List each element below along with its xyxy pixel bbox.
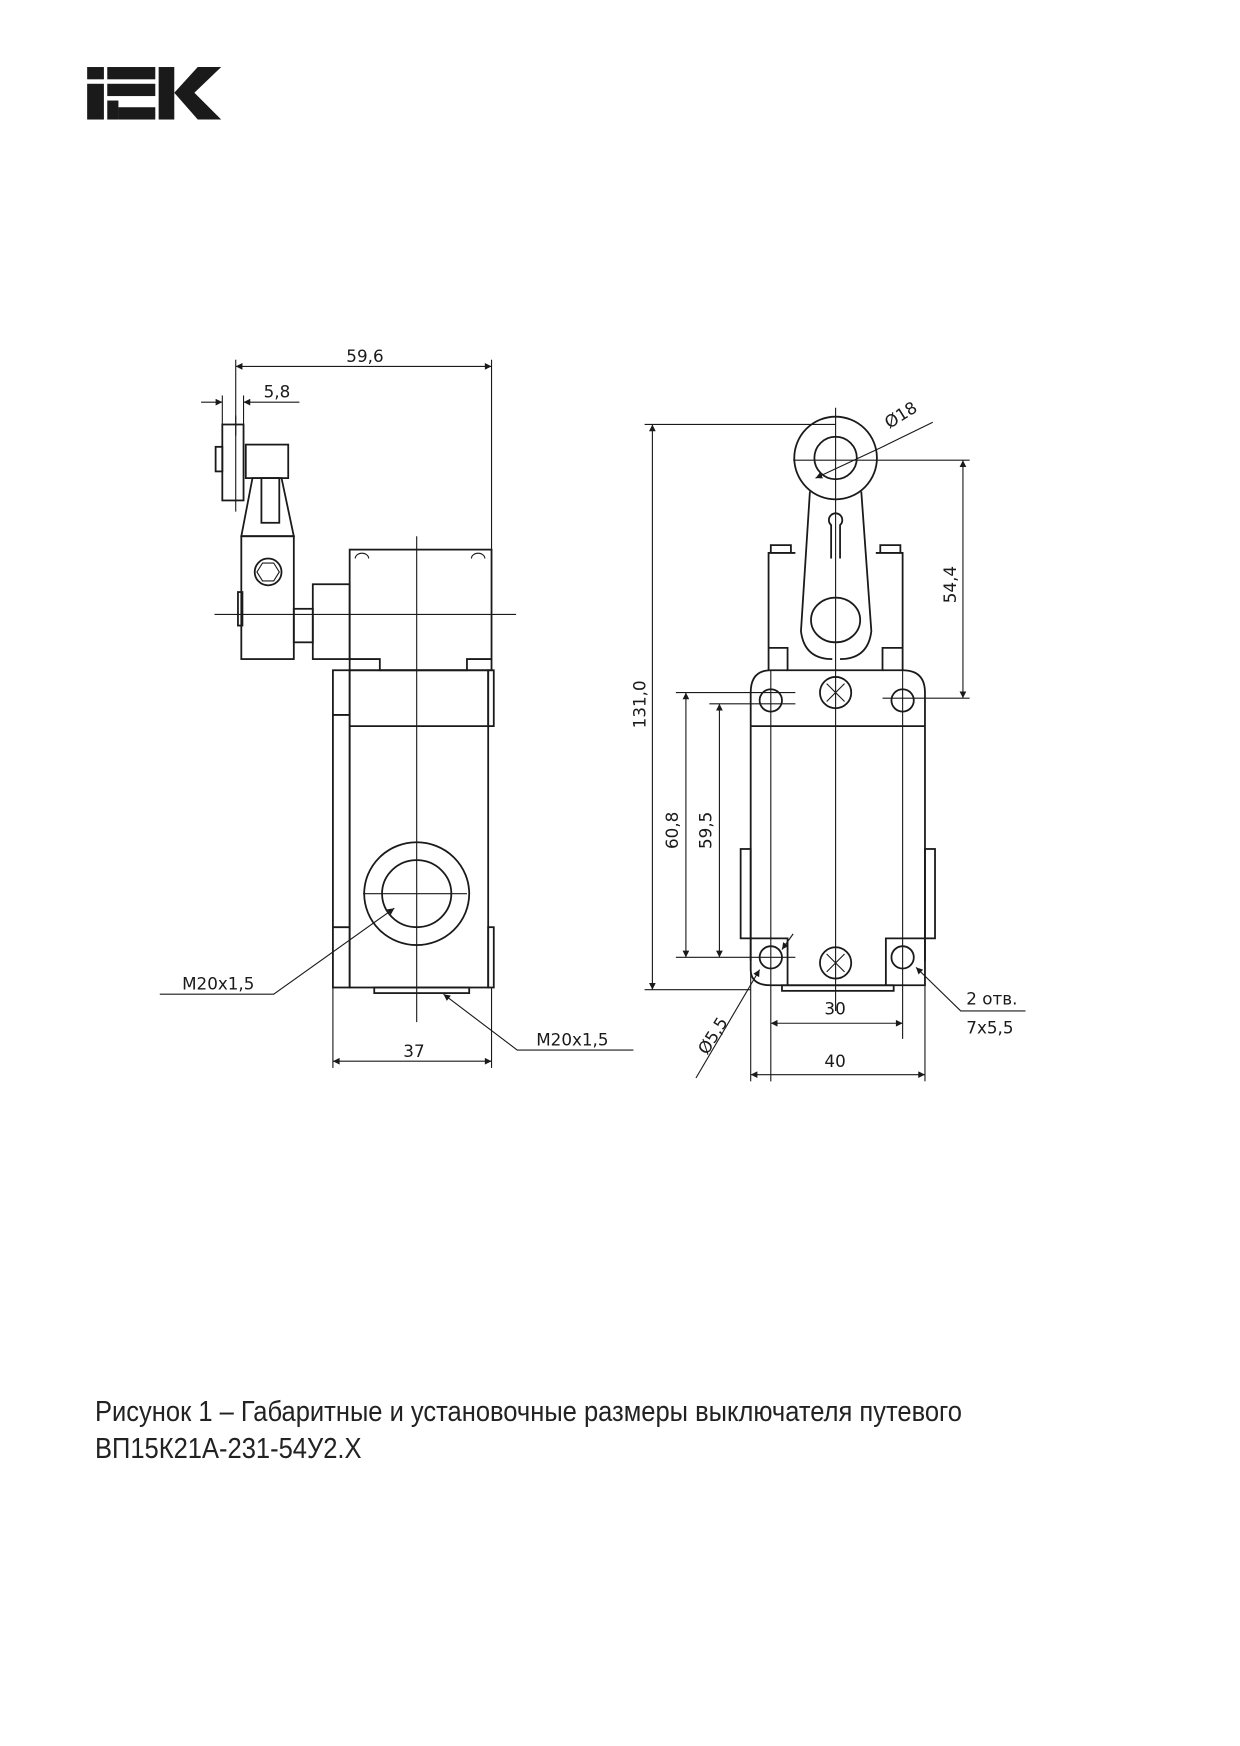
thread-label-side: M20x1,5 bbox=[182, 974, 254, 994]
holes-note-count: 2 отв. bbox=[966, 988, 1017, 1008]
dim-5-8: 5,8 bbox=[264, 382, 291, 402]
iek-logo bbox=[87, 67, 222, 120]
caption-line-1: Рисунок 1 – Габаритные и установочные ра… bbox=[95, 1396, 962, 1428]
side-view: 59,6 5,8 37 M bbox=[159, 346, 634, 1068]
dim-60-8: 60,8 bbox=[662, 812, 682, 849]
screw-icon bbox=[819, 676, 853, 710]
figure-caption: Рисунок 1 – Габаритные и установочные ра… bbox=[95, 1394, 962, 1468]
dim-37: 37 bbox=[403, 1041, 424, 1061]
dim-59-5: 59,5 bbox=[696, 812, 716, 849]
screw-icon bbox=[819, 946, 853, 980]
dim-30: 30 bbox=[824, 998, 845, 1018]
front-view: 131,0 Ø18 54,4 bbox=[630, 397, 1026, 1082]
dim-40: 40 bbox=[824, 1051, 845, 1071]
dim-hole-diameter: Ø5,5 bbox=[694, 1013, 732, 1057]
dim-roller-diameter: Ø18 bbox=[881, 397, 921, 432]
thread-label-bottom: M20x1,5 bbox=[536, 1030, 608, 1050]
dim-54-4: 54,4 bbox=[940, 566, 960, 603]
holes-note-size: 7x5,5 bbox=[966, 1017, 1013, 1037]
dim-59-6: 59,6 bbox=[346, 346, 383, 366]
dim-131: 131,0 bbox=[630, 680, 650, 728]
caption-line-2: ВП15К21А-231-54У2.Х bbox=[95, 1433, 362, 1465]
